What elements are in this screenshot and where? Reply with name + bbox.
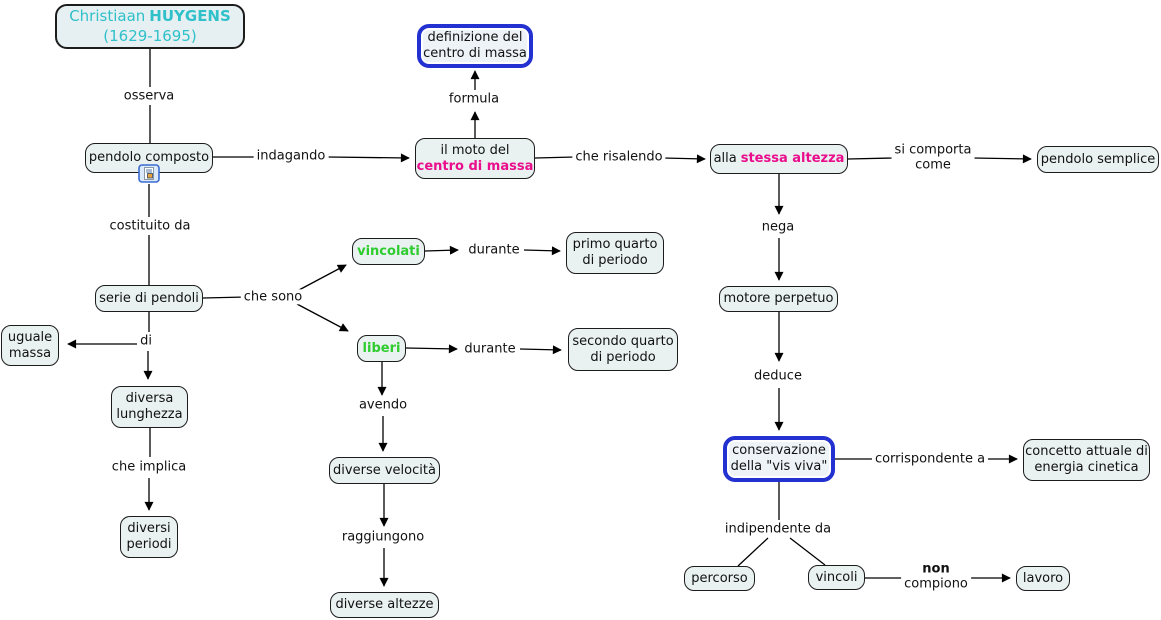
link-label-raggiungono[interactable]: raggiungono (338, 529, 428, 545)
link-label-non-compiono[interactable]: non compiono (901, 561, 971, 593)
node-diversa-lunghezza[interactable]: diversa lunghezza (111, 386, 188, 428)
node-motore-perpetuo[interactable]: motore perpetuo (719, 286, 838, 312)
link-label-indipendente-da[interactable]: indipendente da (721, 521, 835, 537)
link-label-deduce[interactable]: deduce (751, 368, 805, 384)
link-label-che-implica[interactable]: che implica (108, 459, 190, 475)
link-label-formula[interactable]: formula (445, 91, 503, 107)
link-che-sono (202, 264, 349, 332)
link-label-durante-2[interactable]: durante (461, 341, 519, 357)
title-years: (1629-1695) (103, 26, 197, 45)
node-primo-quarto[interactable]: primo quarto di periodo (566, 232, 664, 274)
link-indagando (213, 153, 410, 163)
node-serie-di-pendoli[interactable]: serie di pendoli (95, 285, 203, 312)
link-label-corrispondente-a[interactable]: corrispondente a (871, 451, 989, 467)
link-label-si-comporta-come[interactable]: si comporta come (891, 142, 975, 174)
link-di (67, 312, 153, 380)
node-conservazione-vis-viva[interactable]: conservazione della "vis viva" (723, 436, 835, 482)
node-pendolo-semplice[interactable]: pendolo semplice (1037, 146, 1159, 173)
node-uguale-massa[interactable]: uguale massa (1, 325, 59, 366)
link-che-implica (144, 428, 154, 511)
link-label-di[interactable]: di (137, 333, 155, 349)
link-avendo (377, 362, 388, 452)
link-label-costituito-da[interactable]: costituito da (106, 218, 194, 234)
link-durante-vincolati (424, 245, 561, 256)
link-si-comporta-come (847, 154, 1032, 164)
link-indipendente-da (737, 482, 826, 567)
link-label-che-risalendo[interactable]: che risalendo (572, 149, 666, 165)
node-label: pendolo composto (88, 150, 210, 166)
node-diversi-periodi[interactable]: diversi periodi (120, 516, 178, 558)
link-label-nega[interactable]: nega (758, 219, 798, 235)
resource-icon[interactable] (138, 164, 160, 183)
node-liberi[interactable]: liberi (357, 335, 406, 362)
node-definizione-centro-di-massa[interactable]: definizione del centro di massa (417, 24, 533, 68)
node-concetto-energia-cinetica[interactable]: concetto attuale di energia cinetica (1023, 439, 1150, 481)
node-moto-centro-di-massa[interactable]: il moto del centro di massa (415, 138, 535, 179)
node-vincoli[interactable]: vincoli (808, 565, 865, 590)
link-label-avendo[interactable]: avendo (355, 397, 411, 413)
link-che-risalendo (534, 154, 706, 164)
node-secondo-quarto[interactable]: secondo quarto di periodo (568, 328, 678, 371)
link-label-indagando[interactable]: indagando (253, 148, 329, 164)
node-diverse-velocita[interactable]: diverse velocità (329, 457, 440, 484)
document-image-icon (138, 164, 160, 183)
link-label-osserva[interactable]: osserva (120, 88, 178, 104)
node-vincolati[interactable]: vincolati (352, 238, 425, 265)
node-lavoro[interactable]: lavoro (1016, 566, 1070, 591)
link-label-che-sono[interactable]: che sono (240, 289, 306, 305)
node-percorso[interactable]: percorso (684, 566, 755, 591)
node-diverse-altezze[interactable]: diverse altezze (330, 592, 439, 618)
link-label-durante-1[interactable]: durante (465, 242, 523, 258)
link-durante-liberi (405, 344, 562, 355)
